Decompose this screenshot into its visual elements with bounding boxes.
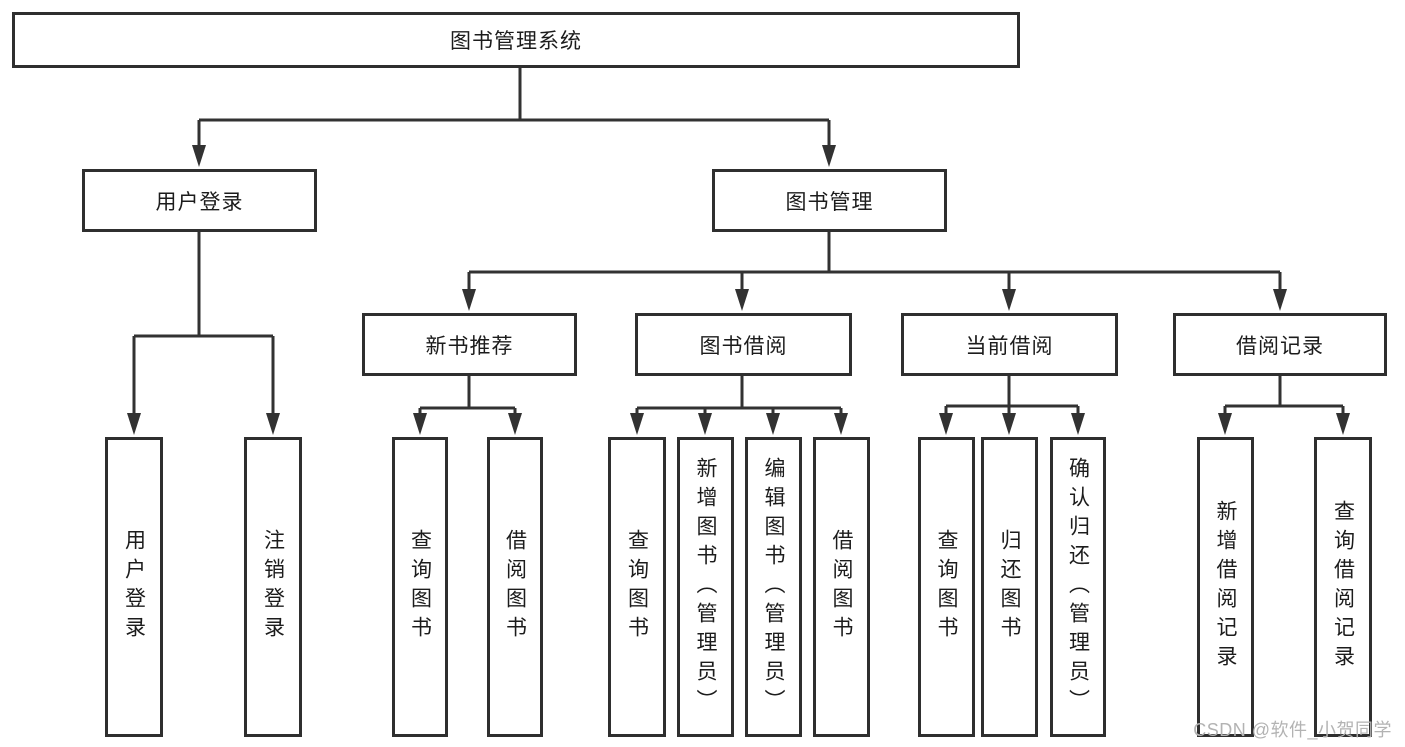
node-leaf-add-borrow-record: 新增借阅记录 bbox=[1197, 437, 1254, 737]
node-leaf-add-borrow-record-label: 新增借阅记录 bbox=[1214, 500, 1237, 674]
node-leaf-add-books-admin-label: 新增图书（管理员） bbox=[694, 456, 717, 718]
node-leaf-return-books-label: 归还图书 bbox=[998, 529, 1021, 645]
node-leaf-query-books-recommend-label: 查询图书 bbox=[408, 529, 432, 645]
node-leaf-borrow-books-recommend-label: 借阅图书 bbox=[503, 529, 527, 645]
node-leaf-borrow-books-label: 借阅图书 bbox=[830, 529, 853, 645]
node-current-borrowing-label: 当前借阅 bbox=[965, 334, 1054, 358]
node-leaf-confirm-return-admin: 确认归还（管理员） bbox=[1050, 437, 1106, 737]
node-leaf-query-books-current: 查询图书 bbox=[918, 437, 975, 737]
node-book-borrowing-label: 图书借阅 bbox=[699, 334, 788, 358]
node-leaf-user-login: 用户登录 bbox=[105, 437, 163, 737]
node-book-management-label: 图书管理 bbox=[785, 190, 874, 214]
node-user-login-branch: 用户登录 bbox=[82, 169, 317, 232]
node-user-login-branch-label: 用户登录 bbox=[155, 190, 244, 214]
node-leaf-edit-books-admin-label: 编辑图书（管理员） bbox=[762, 456, 785, 718]
node-leaf-user-login-label: 用户登录 bbox=[122, 529, 146, 645]
node-root-system: 图书管理系统 bbox=[12, 12, 1020, 68]
node-leaf-add-books-admin: 新增图书（管理员） bbox=[677, 437, 734, 737]
node-root-label: 图书管理系统 bbox=[450, 30, 582, 53]
node-book-borrowing: 图书借阅 bbox=[635, 313, 852, 376]
node-leaf-query-books-recommend: 查询图书 bbox=[392, 437, 448, 737]
node-new-book-recommend: 新书推荐 bbox=[362, 313, 577, 376]
node-leaf-borrow-books-recommend: 借阅图书 bbox=[487, 437, 543, 737]
node-new-book-recommend-label: 新书推荐 bbox=[425, 334, 514, 358]
arrowheads bbox=[127, 145, 1350, 435]
node-book-management-branch: 图书管理 bbox=[712, 169, 947, 232]
node-leaf-return-books: 归还图书 bbox=[981, 437, 1038, 737]
csdn-watermark: CSDN @软件_小贺同学 bbox=[1193, 720, 1392, 740]
node-leaf-borrow-books: 借阅图书 bbox=[813, 437, 870, 737]
node-leaf-query-books-current-label: 查询图书 bbox=[935, 529, 958, 645]
node-leaf-query-books-borrowing-label: 查询图书 bbox=[625, 529, 649, 645]
node-leaf-confirm-return-admin-label: 确认归还（管理员） bbox=[1066, 456, 1090, 718]
node-borrowing-records: 借阅记录 bbox=[1173, 313, 1387, 376]
node-leaf-query-borrow-record: 查询借阅记录 bbox=[1314, 437, 1372, 737]
node-leaf-logout: 注销登录 bbox=[244, 437, 302, 737]
node-leaf-logout-label: 注销登录 bbox=[261, 529, 285, 645]
node-leaf-query-books-borrowing: 查询图书 bbox=[608, 437, 666, 737]
node-current-borrowing: 当前借阅 bbox=[901, 313, 1118, 376]
node-leaf-query-borrow-record-label: 查询借阅记录 bbox=[1331, 500, 1355, 674]
node-leaf-edit-books-admin: 编辑图书（管理员） bbox=[745, 437, 802, 737]
node-borrowing-records-label: 借阅记录 bbox=[1236, 334, 1324, 358]
